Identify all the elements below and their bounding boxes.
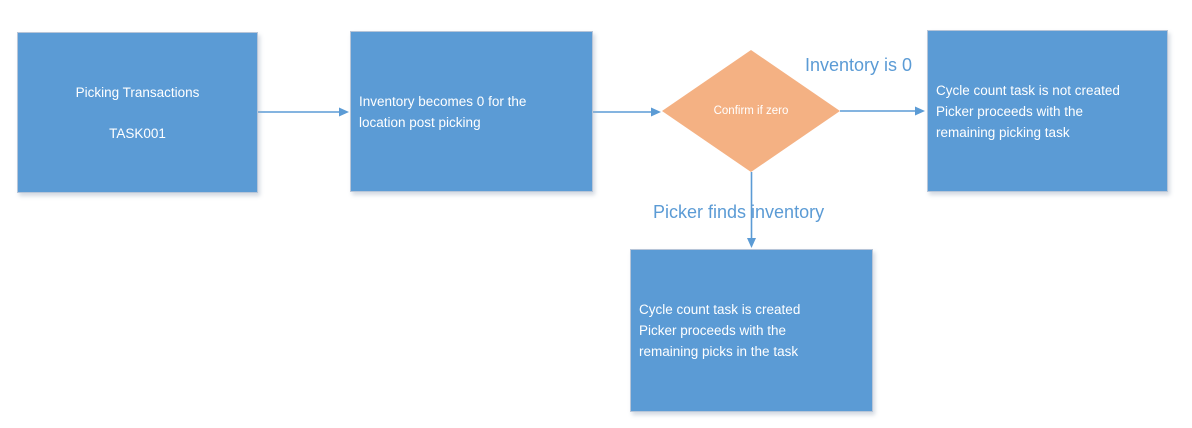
decision-diamond	[662, 50, 840, 172]
node-text-line: Picker proceeds with the	[639, 323, 787, 338]
node-text-line: remaining picking task	[936, 124, 1070, 140]
node-picking-transactions: Picking Transactions TASK001	[17, 32, 258, 193]
edge-label-inventory-is-0: Inventory is 0	[805, 55, 913, 75]
node-text-line: Inventory becomes 0 for the	[359, 93, 527, 109]
node-text-line: Cycle count task is not created	[936, 82, 1120, 98]
node-text-line: remaining picks in the task	[639, 344, 799, 359]
edge-label-picker-finds-inventory: Picker finds inventory	[653, 202, 825, 222]
node-text-line: Picking Transactions	[75, 84, 200, 100]
node-inventory-becomes-zero: Inventory becomes 0 for the location pos…	[350, 31, 593, 192]
node-cycle-count-not-created: Cycle count task is not created Picker p…	[927, 30, 1168, 192]
node-text-line: TASK001	[109, 125, 166, 141]
node-cycle-count-created: Cycle count task is created Picker proce…	[630, 249, 873, 412]
node-text-line: Picker proceeds with the	[936, 103, 1084, 119]
node-text-line: location post picking	[359, 114, 481, 130]
decision-diamond-label: Confirm if zero	[713, 105, 789, 117]
node-text-line: Cycle count task is created	[639, 302, 801, 317]
